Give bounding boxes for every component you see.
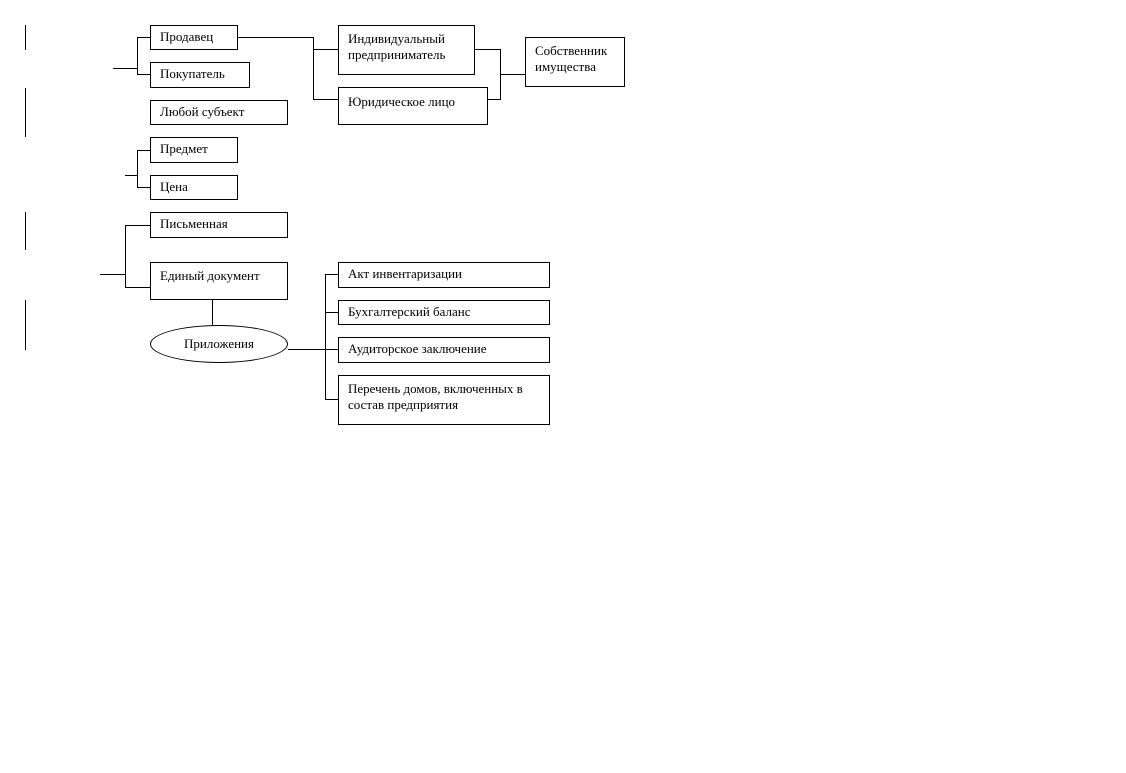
houses-list-box: Перечень домов, включенных в состав пред… — [338, 375, 550, 425]
seller-box: Продавец — [150, 25, 238, 50]
subject-box: Предмет — [150, 137, 238, 163]
single-document-box: Единый документ — [150, 262, 288, 300]
individual-entrepreneur-box: Индивидуальный предприниматель — [338, 25, 475, 75]
property-owner-box: Собственник имущества — [525, 37, 625, 87]
audit-report-box: Аудиторское заключение — [338, 337, 550, 363]
buyer-box: Покупатель — [150, 62, 250, 88]
balance-sheet-box: Бухгалтерский баланс — [338, 300, 550, 325]
attachments-label: Приложения — [184, 336, 254, 351]
price-box: Цена — [150, 175, 238, 200]
any-subject-box: Любой субъект — [150, 100, 288, 125]
written-form-box: Письменная — [150, 212, 288, 238]
inventory-act-box: Акт инвентаризации — [338, 262, 550, 288]
attachments-oval: Приложения — [150, 325, 288, 363]
legal-entity-box: Юридическое лицо — [338, 87, 488, 125]
